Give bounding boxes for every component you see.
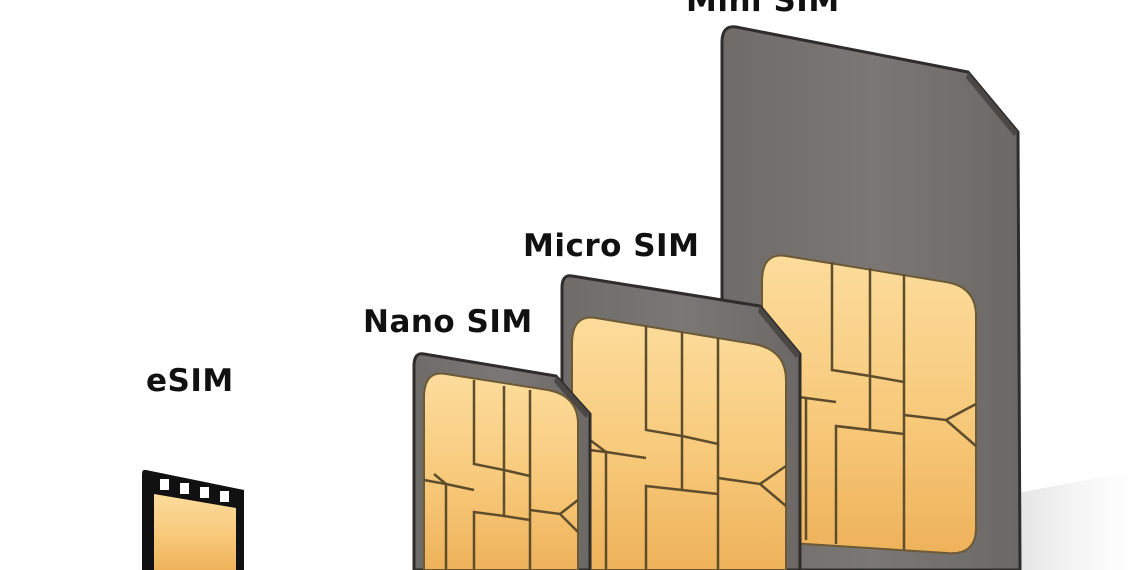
nano-sim-label: Nano SIM: [363, 304, 533, 340]
esim-chip: [142, 469, 244, 570]
esim-pin: [200, 487, 209, 498]
micro-sim-label: Micro SIM: [523, 228, 700, 264]
esim-pin: [160, 479, 169, 490]
nano-sim-card: [412, 352, 592, 570]
esim-pin: [180, 483, 189, 494]
micro-sim-card: [560, 274, 802, 570]
micro-sim-chip: [571, 316, 787, 570]
esim-pin: [220, 491, 229, 502]
nano-sim-chip: [423, 372, 579, 570]
mini-sim-label: Mini SIM: [686, 0, 840, 19]
mini-sim-chip: [761, 254, 977, 555]
esim-label: eSIM: [146, 363, 234, 399]
